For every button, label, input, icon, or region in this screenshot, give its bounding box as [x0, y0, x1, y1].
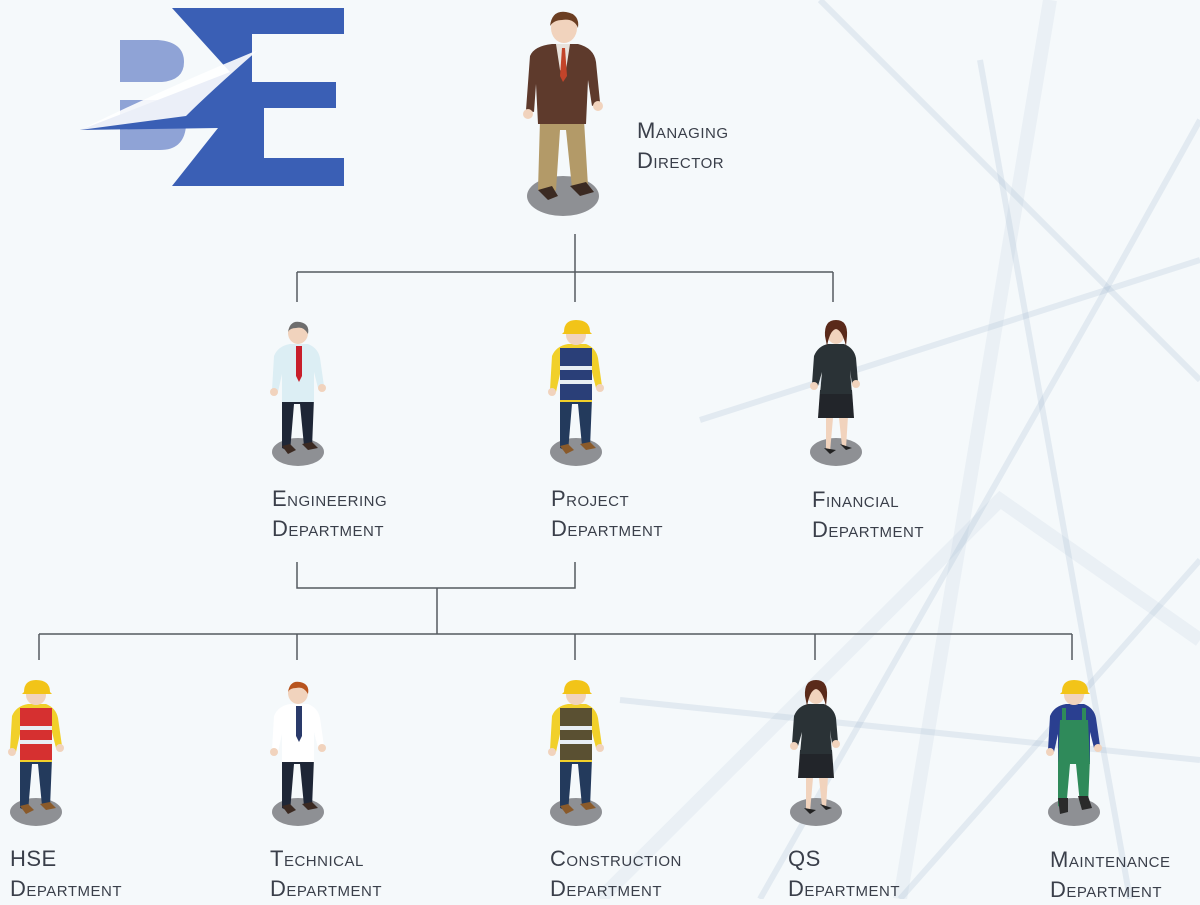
- worker-hardhat-icon: [8, 680, 64, 826]
- businesswoman-icon: [810, 320, 862, 466]
- label-line1: Construction: [550, 846, 682, 871]
- label-technical: Technical Department: [270, 844, 382, 904]
- label-maintenance: Maintenance Department: [1050, 845, 1171, 905]
- label-line2: Director: [637, 148, 725, 173]
- label-line2: Department: [10, 876, 123, 901]
- label-line1: Technical: [270, 846, 364, 871]
- label-line1: Maintenance: [1050, 847, 1171, 872]
- label-line1: Project: [551, 486, 630, 511]
- worker-hardhat-icon: [548, 320, 604, 466]
- label-construction: Construction Department: [550, 844, 682, 904]
- label-line2: Department: [812, 517, 925, 542]
- suit-man-icon: [523, 11, 603, 216]
- businesswoman-icon: [790, 680, 842, 826]
- connector-eng-project-join: [296, 562, 576, 589]
- label-line1: Financial: [812, 487, 900, 512]
- label-project: Project Department: [551, 484, 663, 544]
- label-line2: Department: [270, 876, 383, 901]
- label-line1: Managing: [637, 118, 729, 143]
- engineer-tie-icon: [270, 321, 326, 466]
- label-hse: HSE Department: [10, 844, 122, 904]
- label-line2: Department: [272, 516, 385, 541]
- worker-hardhat-icon: [548, 680, 604, 826]
- label-line2: Department: [550, 876, 663, 901]
- label-line2: Department: [551, 516, 664, 541]
- label-line1: QS: [788, 846, 821, 871]
- mechanic-overalls-icon: [1046, 680, 1102, 826]
- label-line2: Department: [1050, 877, 1163, 902]
- label-line1: Engineering: [272, 486, 388, 511]
- logo-b-upper: [120, 40, 184, 82]
- label-line2: Department: [788, 876, 901, 901]
- company-logo: [80, 8, 344, 186]
- engineer-tie-icon: [270, 681, 326, 826]
- label-line1: HSE: [10, 846, 57, 871]
- label-engineering: Engineering Department: [272, 484, 387, 544]
- logo-swoosh: [80, 50, 258, 130]
- logo-e-shape: [80, 8, 344, 186]
- label-financial: Financial Department: [812, 485, 924, 545]
- label-managing-director: Managing Director: [637, 116, 729, 176]
- label-qs: QS Department: [788, 844, 900, 904]
